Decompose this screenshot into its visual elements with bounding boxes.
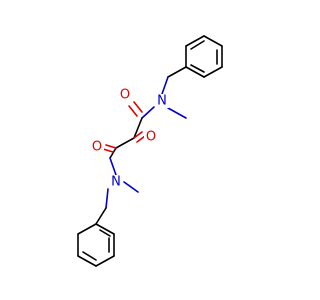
ring-bond [77,255,97,267]
co-double-top-a [133,101,143,113]
atom-label-o1: O [118,88,132,103]
ring-bond [95,223,115,235]
n-methyl-bond-bottom [123,181,139,193]
co-double-top-b [128,105,138,117]
co-double-bottom-b [102,148,114,153]
ring-bond [185,35,205,47]
atom-label-n1: N [155,94,169,109]
c-c-bond-lower [109,147,117,159]
atom-label-o2: O [144,130,158,145]
keto-bond-double [136,135,146,143]
ch2-n-bond-top [161,76,169,95]
oxygen-label-bottom: O [92,140,102,155]
ring-double-bond [82,251,97,261]
nitrogen-label-bottom: N [111,175,121,190]
benzyl-bond-bottom [95,207,107,225]
n-ch2-bond-bottom [105,188,109,209]
carbonyl-n-bond-bottom [109,157,117,176]
n-carbonyl-bond-top [141,106,155,119]
ring-bond [185,66,205,78]
structure-diagram: O O O N N [77,35,223,267]
ring-bond [203,66,223,78]
nitrogen-label-top: N [157,94,167,109]
ring-bond [77,223,97,235]
molecule-svg: O O O N N [77,35,223,267]
keto-bond [133,131,143,139]
ring-bond [95,255,115,267]
bottom-benzene-ring [77,223,115,267]
ring-bond [203,35,223,47]
co-double-bottom-a [105,144,117,149]
oxygen-label-top: O [120,88,130,103]
n-methyl-bond-top [167,107,187,119]
atom-label-n2: N [109,175,123,190]
benzyl-bond-top [167,66,187,78]
oxygen-label-middle: O [146,130,156,145]
ring-double-bond [99,229,111,237]
c-c-bond-middle [115,137,135,149]
ring-double-bond [190,64,205,73]
atom-label-o3: O [90,140,104,155]
ring-double-bond [190,40,205,50]
top-benzene-ring [185,35,223,78]
c-c-bond-upper [133,117,143,139]
